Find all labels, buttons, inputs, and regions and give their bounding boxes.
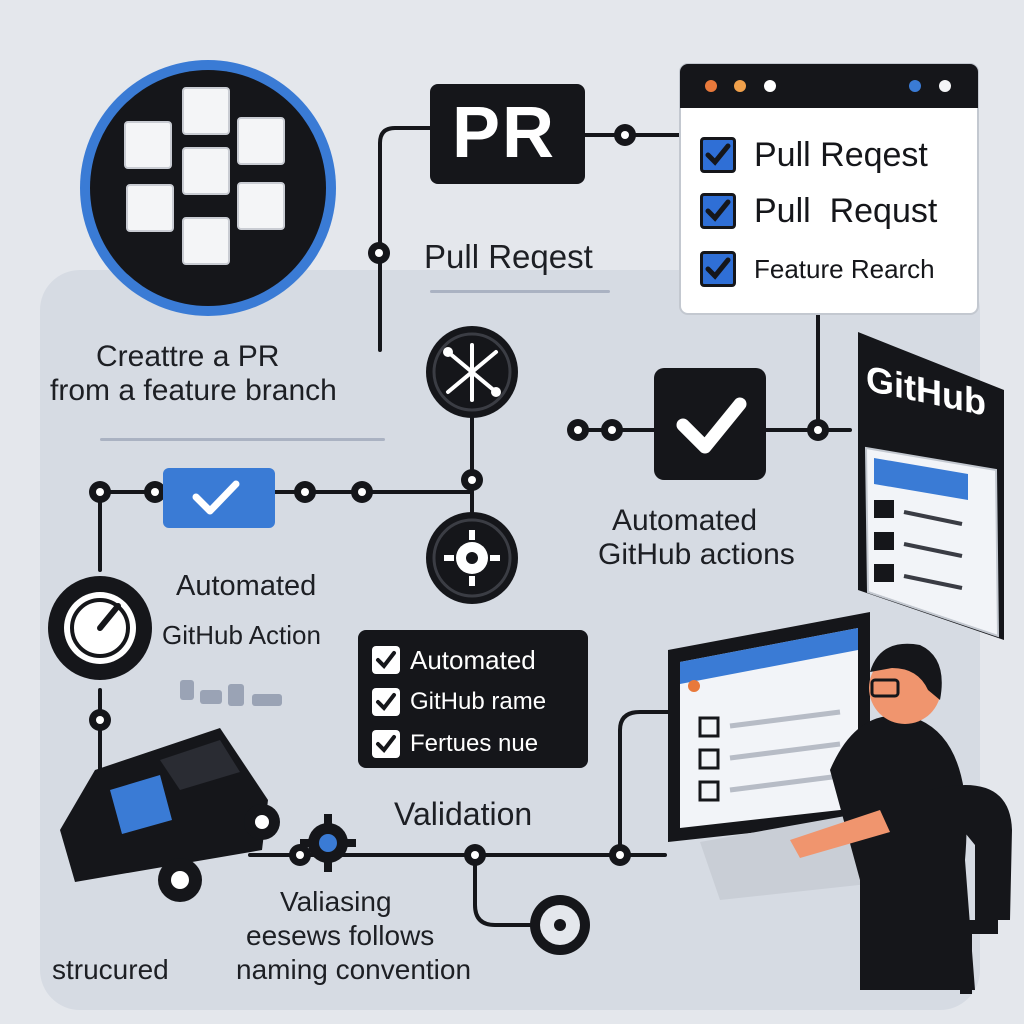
validating-line1: Valiasing [280,886,392,917]
dark-checklist-panel [358,630,588,768]
checkbox-checked-icon[interactable] [372,646,400,674]
browser-window [679,63,979,315]
checklist-item[interactable]: Feature Rearch [700,240,937,298]
checkbox-checked-icon[interactable] [700,193,736,229]
truck-icon [60,728,280,902]
connector-nodes [89,124,829,866]
checklist-item[interactable]: Pull Reqest [700,128,937,182]
gear-icon [426,512,518,604]
checklist-item-label: Pull Requst [754,191,938,230]
create-pr-line1: Creattre a PR [96,340,280,373]
create-pr-line2: from a feature branch [50,374,337,407]
checkbox-checked-icon[interactable] [700,137,736,173]
developer-at-computer-illustration [668,612,1012,994]
blur-line [100,438,385,441]
checklist-item-label: Pull Reqest [754,135,928,174]
automated-github-action-left-line1: Automated [176,570,317,602]
branch-merge-icon [426,326,518,418]
checklist-item[interactable]: Fertues nue [372,724,546,764]
checkbox-checked-icon[interactable] [372,730,400,758]
automated-github-action-left-line2: GitHub Action [162,620,321,650]
browser-checklist: Pull Reqest Pull Requst Feature Rearch [700,128,937,298]
pr-box [430,84,585,184]
pr-label: PR [452,93,557,173]
validation-label: Validation [394,796,533,832]
automated-github-actions-right-line2: GitHub actions [598,538,795,571]
validating-line2: eesews follows [246,920,435,951]
checklist-item-label: Automated [410,644,536,675]
github-panel [858,332,1004,640]
check-badge [163,468,275,528]
checklist-item-label: Fertues nue [410,730,539,757]
checkbox-checked-icon[interactable] [700,251,736,287]
stopwatch-icon [48,576,152,680]
structured-label: strucured [52,954,169,985]
checkmark-icon [654,368,766,480]
validating-line3: naming convention [236,954,472,985]
checklist-item[interactable]: Pull Requst [700,182,937,240]
checkbox-checked-icon[interactable] [372,688,400,716]
automated-github-actions-right-line1: Automated [612,504,758,537]
checklist-item[interactable]: Automated [372,640,546,680]
blur-line [430,290,610,293]
pull-request-label: Pull Reqest [424,238,593,275]
dark-checklist: Automated GitHub rame Fertues nue [372,640,546,764]
blurred-marks [180,680,282,706]
checklist-item-label: GitHub rame [410,688,547,715]
small-gear-icon [300,814,356,872]
cube-cluster-icon [80,60,336,316]
checklist-item-label: Feature Rearch [754,253,935,284]
validation-node [530,895,590,955]
checklist-item[interactable]: GitHub rame [372,680,546,724]
